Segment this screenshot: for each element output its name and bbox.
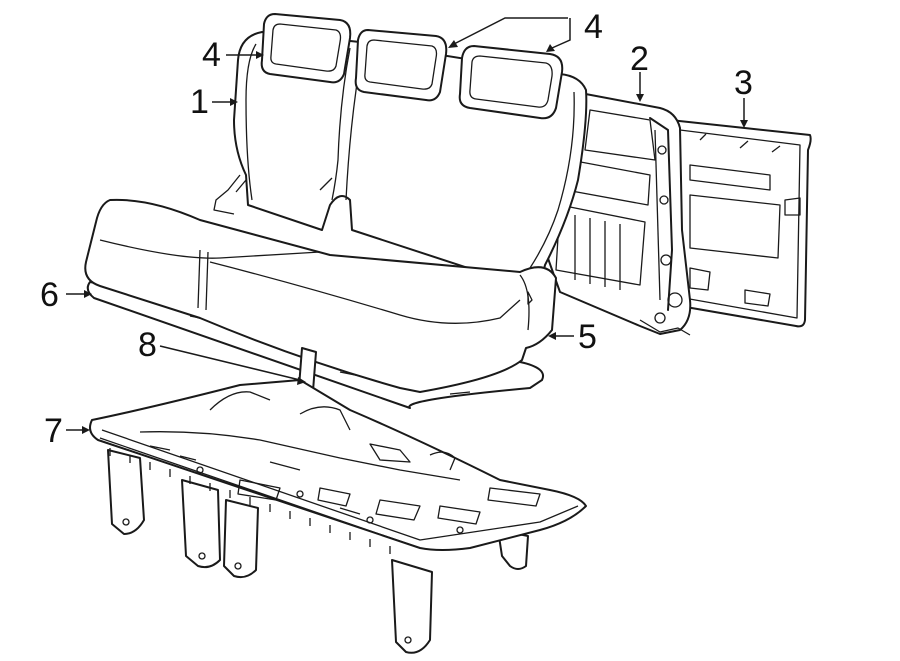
callout-6: 6: [40, 276, 59, 314]
callout-7: 7: [44, 412, 63, 450]
callout-1: 1: [190, 83, 209, 121]
seat-cushion: [84, 198, 557, 393]
callout-8: 8: [138, 326, 157, 364]
callout-2: 2: [630, 40, 649, 78]
callout-4-left: 4: [202, 36, 221, 74]
seat-back-panel: [669, 119, 812, 328]
callout-3: 3: [734, 64, 753, 102]
callout-5: 5: [578, 318, 597, 356]
headrests: [260, 13, 564, 120]
leader-lines: [66, 17, 748, 434]
seat-base-frame: [89, 379, 587, 654]
callout-labels: 1 2 3 4 4 5 6 7 8: [40, 8, 753, 450]
callout-4-right: 4: [584, 8, 603, 46]
